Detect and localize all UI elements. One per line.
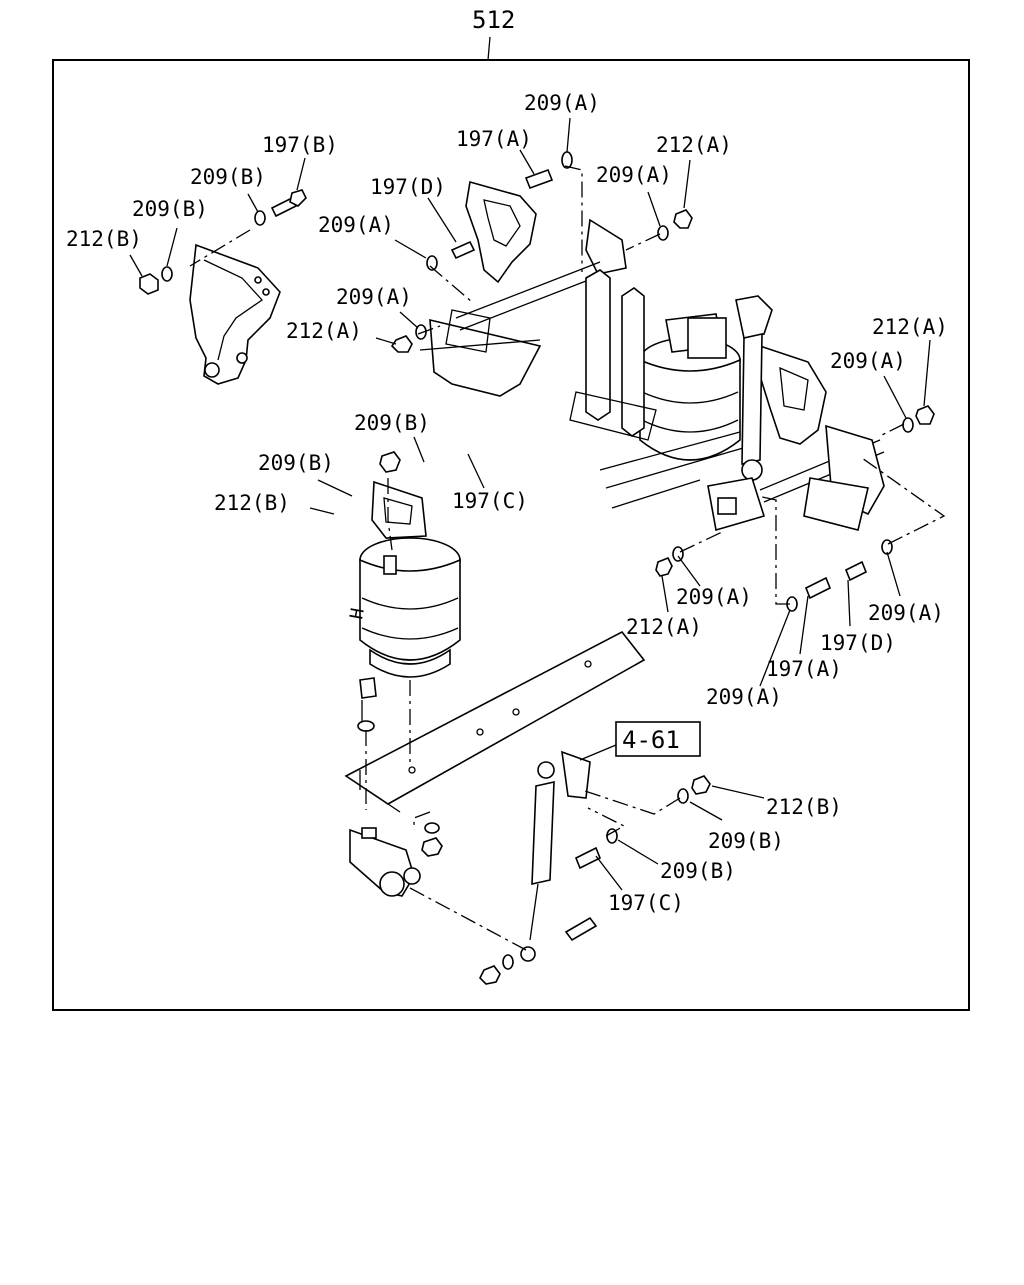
callout-212A: 212(A): [626, 615, 702, 639]
callout-212A: 212(A): [286, 319, 362, 343]
leader-lines: [129, 117, 931, 891]
callout-212B: 212(B): [214, 491, 290, 515]
callout-212B: 212(B): [66, 227, 142, 251]
lower-frame-rail: [344, 630, 646, 813]
lower-hardware-left: [357, 677, 443, 857]
callout-209A: 209(A): [336, 285, 412, 309]
callout-212A: 212(A): [656, 133, 732, 157]
callout-209B: 209(B): [660, 859, 736, 883]
callout-209B: 209(B): [708, 829, 784, 853]
callout-209B: 209(B): [258, 451, 334, 475]
upper-shock-absorber: [707, 295, 773, 532]
callout-209B: 209(B): [354, 411, 430, 435]
reference-box-label: 4-61: [622, 726, 680, 754]
front-hanger-bracket: [189, 243, 281, 385]
callout-209B: 209(B): [132, 197, 208, 221]
air-spring-bracket: [371, 451, 427, 539]
callout-197C: 197(C): [608, 891, 684, 915]
callout-212A: 212(A): [872, 315, 948, 339]
upper-hardware: [390, 151, 935, 433]
callout-209B: 209(B): [190, 165, 266, 189]
lower-air-spring: H: [346, 537, 461, 678]
figure-frame: [52, 59, 970, 1011]
callout-209A: 209(A): [676, 585, 752, 609]
svg-text:H: H: [346, 607, 369, 621]
rear-right-bracket: [759, 344, 885, 531]
u-bolt-and-plate: [569, 269, 657, 441]
callout-209A: 209(A): [830, 349, 906, 373]
callout-209A: 209(A): [596, 163, 672, 187]
frame-rail-upper: [419, 339, 751, 509]
callout-209A: 209(A): [524, 91, 600, 115]
callout-212B: 212(B): [766, 795, 842, 819]
lower-hanger: [349, 827, 421, 897]
callout-197C: 197(C): [452, 489, 528, 513]
callout-209A: 209(A): [318, 213, 394, 237]
figure-number: 512: [472, 6, 515, 34]
callout-197A: 197(A): [456, 127, 532, 151]
lower-shock-absorber: [479, 750, 598, 985]
callout-209A: 209(A): [706, 685, 782, 709]
callout-197A: 197(A): [766, 657, 842, 681]
callout-197B: 197(B): [262, 133, 338, 157]
callout-209A: 209(A): [868, 601, 944, 625]
hardware-top-left: [139, 189, 307, 295]
reference-box[interactable]: [615, 721, 701, 757]
callout-197D: 197(D): [820, 631, 896, 655]
rear-hanger-assembly: [429, 180, 627, 397]
callout-labels: 197(B) 209(A) 197(A) 212(A) 209(B) 197(D…: [66, 91, 948, 915]
assembly-lines: [189, 165, 946, 951]
callout-197D: 197(D): [370, 175, 446, 199]
upper-air-spring: [639, 313, 741, 461]
